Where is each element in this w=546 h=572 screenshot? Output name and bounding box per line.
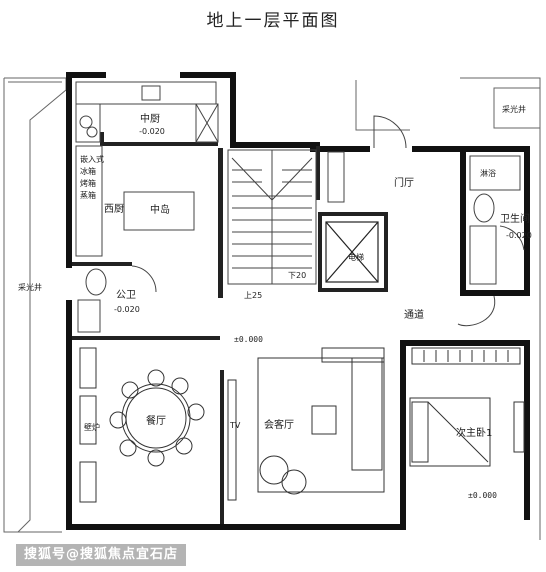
watermark: 搜狐号@搜狐焦点宜石店 bbox=[16, 544, 187, 566]
interior-walls bbox=[72, 132, 388, 524]
label-public-wc: 公卫 bbox=[116, 290, 136, 301]
bedroom-furniture bbox=[409, 347, 525, 467]
label-appliance-3: 烤箱 bbox=[80, 178, 96, 188]
label-level-zero-living: ±0.000 bbox=[234, 335, 263, 344]
label-island: 中岛 bbox=[150, 203, 170, 216]
label-bathroom: 卫生间 bbox=[500, 212, 530, 225]
label-middle-kitchen-level: -0.020 bbox=[139, 127, 165, 136]
label-appliance-4: 蒸箱 bbox=[80, 190, 96, 200]
elevator-box bbox=[325, 221, 379, 283]
label-appliance-1: 嵌入式 bbox=[80, 154, 104, 164]
living-furniture bbox=[227, 347, 385, 501]
label-living: 会客厅 bbox=[264, 418, 294, 431]
right-lightwell-outline bbox=[355, 77, 541, 540]
label-bathroom-level: -0.020 bbox=[506, 231, 532, 240]
label-corridor: 通道 bbox=[404, 308, 424, 321]
label-foyer: 门厅 bbox=[394, 176, 414, 189]
label-master-bedroom: 次主卧1 bbox=[456, 426, 492, 439]
label-appliance-2: 冰箱 bbox=[80, 166, 96, 176]
bathroom-fixtures bbox=[469, 155, 525, 285]
plan-title: 地上一层平面图 bbox=[206, 11, 340, 31]
staircase bbox=[227, 149, 317, 285]
exterior-walls bbox=[66, 72, 530, 530]
label-middle-kitchen: 中厨 bbox=[140, 112, 160, 125]
left-lightwell-outline bbox=[3, 77, 67, 533]
label-level-zero-bedroom: ±0.000 bbox=[468, 491, 497, 500]
dining-table bbox=[79, 347, 205, 503]
label-stair-up: 上25 bbox=[244, 291, 262, 300]
label-lightwell-right: 采光井 bbox=[502, 104, 526, 114]
label-public-wc-level: -0.020 bbox=[114, 305, 140, 314]
label-tv: TV bbox=[229, 421, 241, 430]
label-stair-down: 下20 bbox=[288, 271, 306, 280]
public-wc-fixtures bbox=[77, 265, 157, 333]
kitchen-counters bbox=[75, 81, 219, 257]
label-elevator: 电梯 bbox=[348, 252, 364, 262]
foyer-door bbox=[327, 115, 407, 203]
label-shower: 淋浴 bbox=[480, 168, 496, 178]
corridor-arrow bbox=[457, 295, 496, 327]
label-dining: 餐厅 bbox=[146, 414, 166, 427]
label-wall-cabinet: 壁炉 bbox=[84, 422, 100, 432]
label-lightwell-left: 采光井 bbox=[18, 282, 42, 292]
label-western-kitchen: 西厨 bbox=[104, 203, 124, 215]
